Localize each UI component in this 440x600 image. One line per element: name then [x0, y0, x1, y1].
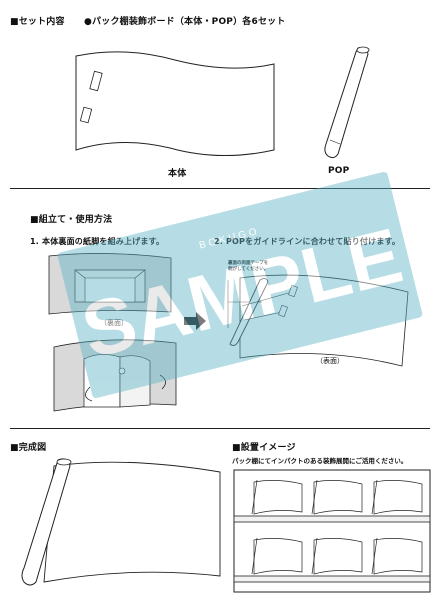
installation-description: パック棚にてインパクトのある装飾展開にご活用ください。 — [232, 457, 408, 465]
label-main-board: 本体 — [168, 169, 187, 179]
set-contents-description: ●パック棚装飾ボード（本体・POP）各6セット — [84, 17, 286, 27]
right-arrow-icon — [184, 312, 206, 330]
shelf-illustration — [233, 469, 431, 593]
assembly-heading: ■組立て・使用方法 — [30, 215, 113, 225]
step1-legs-illustration — [53, 339, 177, 412]
installation-heading: ■設置イメージ — [232, 443, 296, 453]
divider-1 — [10, 188, 430, 189]
step2-caption: （表面） — [316, 357, 344, 365]
completed-heading: ■完成図 — [10, 443, 47, 453]
completed-illustration — [21, 458, 221, 586]
divider-2 — [10, 428, 430, 429]
step1-back-illustration — [48, 253, 172, 315]
pop-illustration — [324, 46, 370, 159]
step2-text: 2. POPをガイドラインに合わせて貼り付けます。 — [214, 237, 401, 246]
step2-note-line1: 裏面の両面テープを — [228, 261, 269, 266]
step2-note-line2: 剥がしてください。 — [228, 267, 269, 272]
set-contents-heading: ■セット内容 — [10, 17, 65, 27]
main-board-illustration — [75, 51, 275, 157]
step1-caption: （裏面） — [100, 319, 128, 327]
label-pop: POP — [328, 166, 350, 176]
step2-illustration — [227, 274, 409, 367]
step1-text: 1. 本体裏面の紙脚を組み上げます。 — [30, 237, 165, 246]
